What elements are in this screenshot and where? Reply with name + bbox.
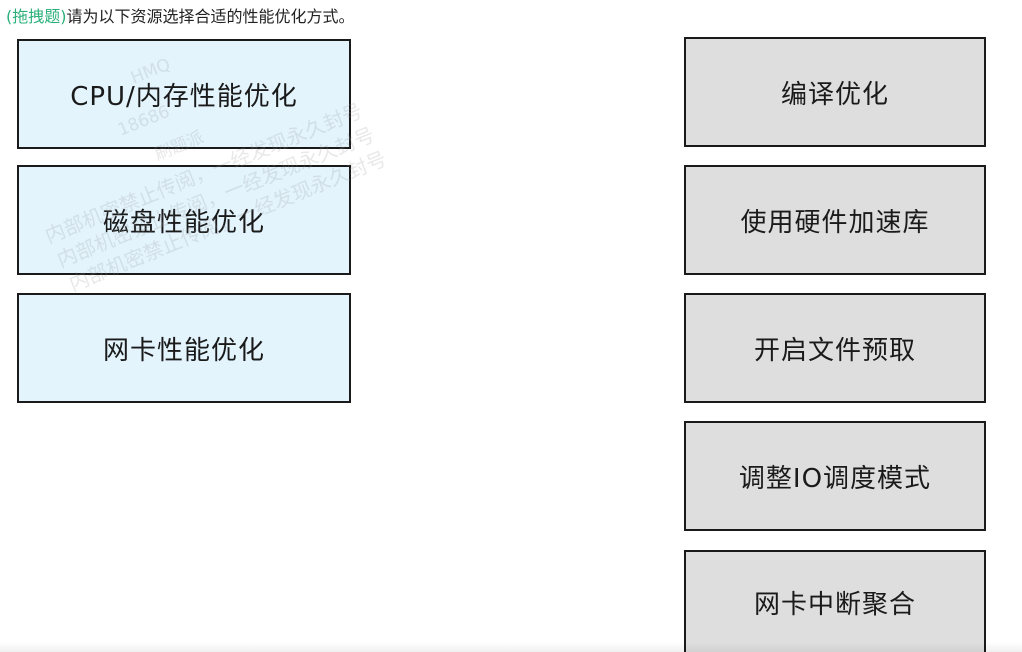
drop-option-io-scheduler[interactable]: 调整IO调度模式: [684, 421, 986, 531]
drop-option-nic-interrupt-coalescing[interactable]: 网卡中断聚合: [684, 550, 986, 652]
drop-option-compile[interactable]: 编译优化: [684, 37, 986, 147]
drag-item-nic[interactable]: 网卡性能优化: [17, 293, 351, 403]
drop-option-label: 调整IO调度模式: [738, 463, 932, 494]
question-text: 请为以下资源选择合适的性能优化方式。: [66, 7, 355, 26]
drop-option-label: 开启文件预取: [753, 335, 916, 366]
drop-option-label: 编译优化: [780, 79, 889, 110]
drag-item-label: CPU/内存性能优化: [70, 81, 298, 112]
page-bottom-shadow: [0, 642, 1022, 652]
drop-option-label: 使用硬件加速库: [740, 207, 930, 238]
drag-item-label: 磁盘性能优化: [102, 207, 265, 238]
drag-item-cpu-memory[interactable]: CPU/内存性能优化: [17, 39, 351, 149]
drop-option-file-prefetch[interactable]: 开启文件预取: [684, 293, 986, 403]
drag-item-label: 网卡性能优化: [102, 335, 265, 366]
question-type-tag: (拖拽题): [6, 7, 67, 26]
question-prompt: (拖拽题)请为以下资源选择合适的性能优化方式。: [6, 6, 355, 28]
drag-item-disk[interactable]: 磁盘性能优化: [17, 165, 351, 275]
drop-option-label: 网卡中断聚合: [753, 589, 916, 620]
drop-option-hw-accel-lib[interactable]: 使用硬件加速库: [684, 165, 986, 275]
